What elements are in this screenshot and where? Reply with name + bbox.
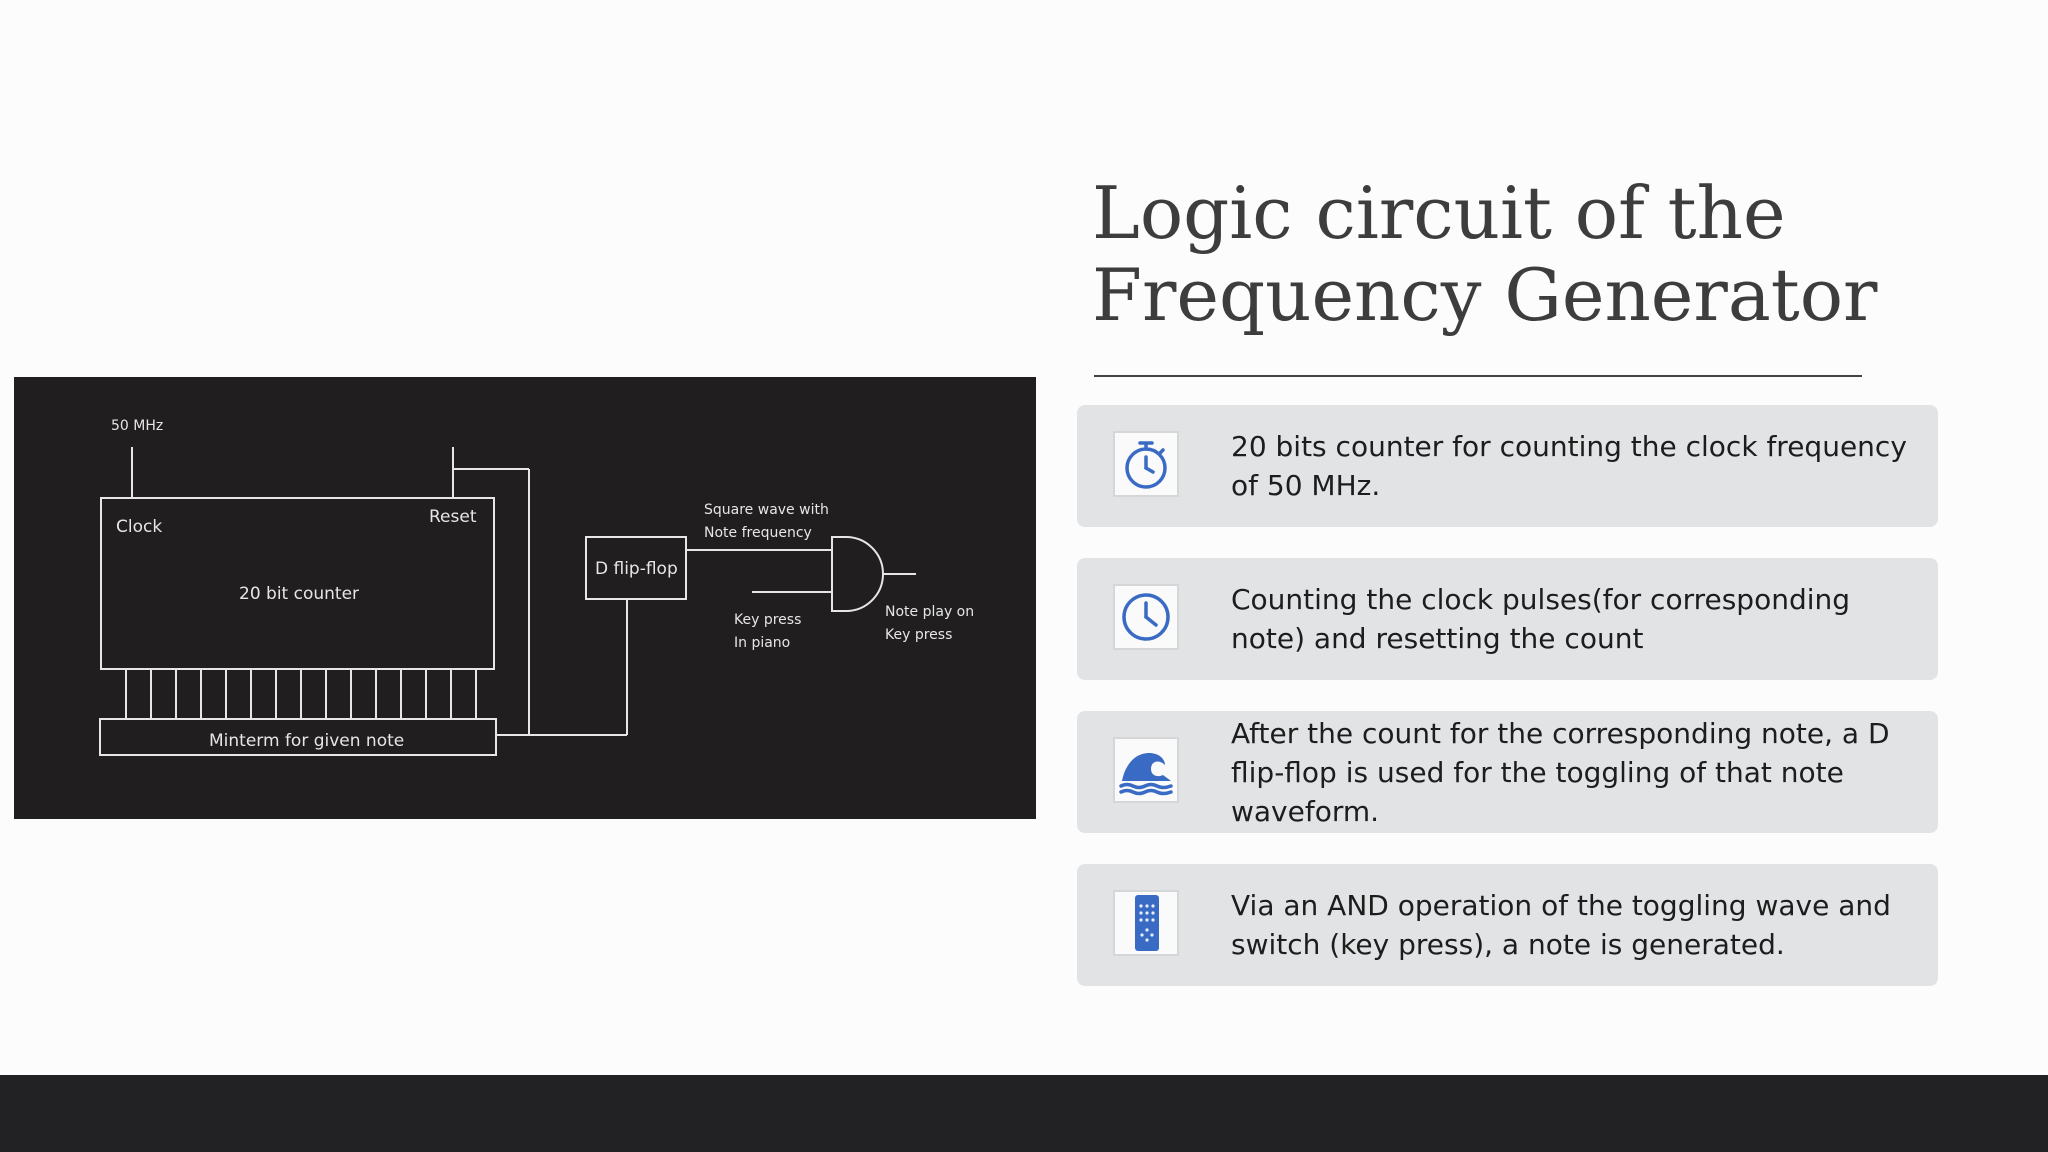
minterm-label: Minterm for given note (209, 731, 405, 751)
clock-label: Clock (116, 517, 163, 537)
key-press-label-1: Key press (734, 612, 802, 628)
footer-bar (0, 1075, 2048, 1152)
card-text: After the count for the corresponding no… (1231, 716, 1890, 828)
note-play-label-1: Note play on (885, 604, 975, 620)
info-card-pulses: Counting the clock pulses(for correspond… (1077, 558, 1938, 680)
counter-label: 20 bit counter (239, 584, 360, 604)
info-card-counter: 20 bits counter for counting the clock f… (1077, 405, 1938, 527)
wave-icon (1113, 737, 1179, 803)
circuit-diagram: 50 MHz Clock Reset 20 bit counter Minter… (14, 377, 1036, 819)
square-wave-label-2: Note frequency (704, 525, 812, 541)
card-text: Counting the clock pulses(for correspond… (1231, 583, 1851, 655)
circuit-drawing (99, 447, 916, 756)
stopwatch-icon (1113, 431, 1179, 497)
slide-title: Logic circuit of the Frequency Generator (1092, 172, 1992, 336)
note-play-label-2: Key press (885, 627, 953, 643)
square-wave-label-1: Square wave with (704, 502, 829, 518)
dff-label: D flip-flop (595, 559, 678, 579)
reset-label: Reset (429, 507, 477, 527)
info-card-flipflop: After the count for the corresponding no… (1077, 711, 1938, 833)
clock-icon (1113, 584, 1179, 650)
key-press-label-2: In piano (734, 635, 791, 651)
freq-label: 50 MHz (111, 418, 164, 434)
title-divider (1094, 375, 1862, 377)
card-text: Via an AND operation of the toggling wav… (1231, 889, 1891, 961)
title-line-2: Frequency Generator (1092, 253, 1878, 337)
remote-icon (1113, 890, 1179, 956)
card-text: 20 bits counter for counting the clock f… (1231, 430, 1907, 502)
info-card-and-gate: Via an AND operation of the toggling wav… (1077, 864, 1938, 986)
title-line-1: Logic circuit of the (1092, 171, 1786, 255)
